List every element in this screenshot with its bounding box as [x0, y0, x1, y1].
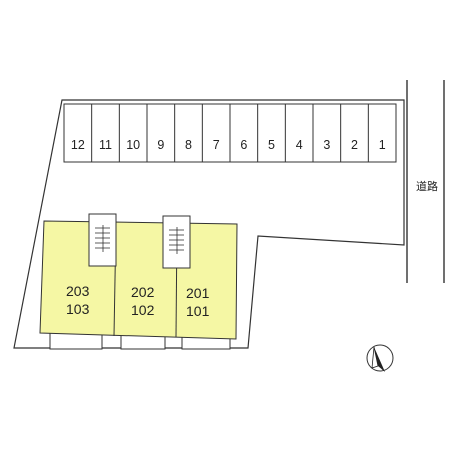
parking-space-number: 2	[351, 138, 358, 152]
parking-space-number: 7	[213, 138, 220, 152]
parking-dividers	[91, 104, 369, 162]
parking-space-number: 11	[99, 138, 112, 152]
stairs-icon	[88, 213, 117, 267]
parking-space-number: 3	[323, 138, 330, 152]
parking-space-number: 12	[71, 138, 85, 152]
parking-space-number: 4	[296, 138, 303, 152]
parking-space-number: 1	[379, 138, 386, 152]
parking-space-number: 6	[240, 138, 247, 152]
road-label: 道路	[416, 179, 438, 193]
parking-space-number: 10	[126, 138, 140, 152]
unit-102-label: 102	[131, 302, 155, 318]
unit-203-label: 203	[66, 283, 90, 299]
stairs-icon	[162, 215, 191, 269]
parking-space-number: 9	[157, 138, 164, 152]
unit-201-label: 201	[186, 285, 210, 301]
parking-space-number: 8	[185, 138, 192, 152]
north-arrow-icon	[366, 344, 394, 372]
unit-101-label: 101	[186, 303, 210, 319]
unit-202-label: 202	[131, 284, 155, 300]
apartment-building	[39, 220, 238, 340]
parking-numbers: 12 11 10 9 8 7 6 5 4 3 2 1	[71, 138, 386, 152]
parking-space-number: 5	[268, 138, 275, 152]
balcony-unit-1	[49, 332, 103, 350]
unit-103-label: 103	[66, 301, 90, 317]
